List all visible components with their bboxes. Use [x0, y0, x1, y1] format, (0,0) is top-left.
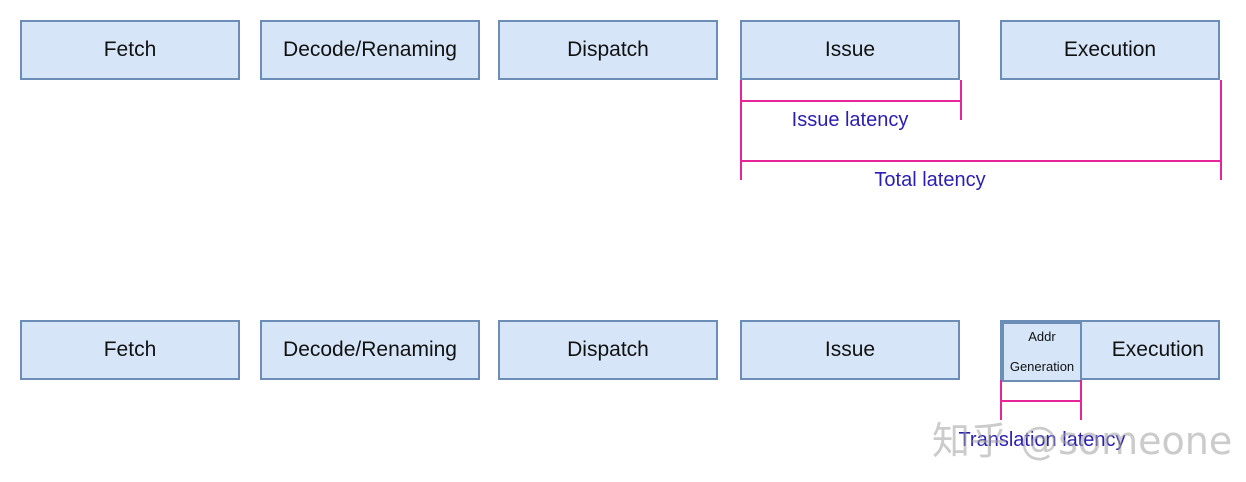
stage-label: Fetch [103, 38, 157, 61]
total-latency-bracket-left [740, 120, 742, 180]
stage-fetch-2: Fetch [20, 320, 240, 380]
stage-label: Decode/Renaming [283, 338, 457, 361]
issue-latency-bracket-bar [740, 100, 962, 102]
addr-generation-box: Addr Generation [1002, 322, 1082, 382]
stage-label: Decode/Renaming [283, 38, 457, 61]
stage-issue-2: Issue [740, 320, 960, 380]
addr-generation-line-2: Generation [1009, 359, 1075, 374]
issue-latency-label: Issue latency [791, 109, 909, 131]
stage-label: Execution [1111, 338, 1204, 361]
stage-label: Issue [824, 338, 876, 361]
translation-latency-label: Translation latency [958, 429, 1126, 451]
stage-dispatch-2: Dispatch [498, 320, 718, 380]
addr-generation-line-1: Addr [1028, 329, 1056, 344]
total-latency-label: Total latency [874, 169, 986, 191]
total-latency-bracket-right [1220, 80, 1222, 180]
stage-execution-2: Execution Addr Generation [1000, 320, 1220, 382]
stage-decode-renaming-2: Decode/Renaming [260, 320, 480, 380]
stage-decode-renaming: Decode/Renaming [260, 20, 480, 80]
stage-label: Fetch [103, 338, 157, 361]
stage-label: Dispatch [567, 38, 649, 61]
stage-fetch: Fetch [20, 20, 240, 80]
stage-dispatch: Dispatch [498, 20, 718, 80]
stage-label: Execution [1063, 38, 1157, 61]
translation-latency-bracket-bar [1000, 400, 1082, 402]
watermark: 知乎 @someone [932, 419, 1233, 463]
stage-label: Dispatch [567, 338, 649, 361]
stage-execution: Execution [1000, 20, 1220, 80]
stage-label: Issue [824, 38, 876, 61]
total-latency-bracket-bar [740, 160, 1222, 162]
stage-issue: Issue [740, 20, 960, 80]
